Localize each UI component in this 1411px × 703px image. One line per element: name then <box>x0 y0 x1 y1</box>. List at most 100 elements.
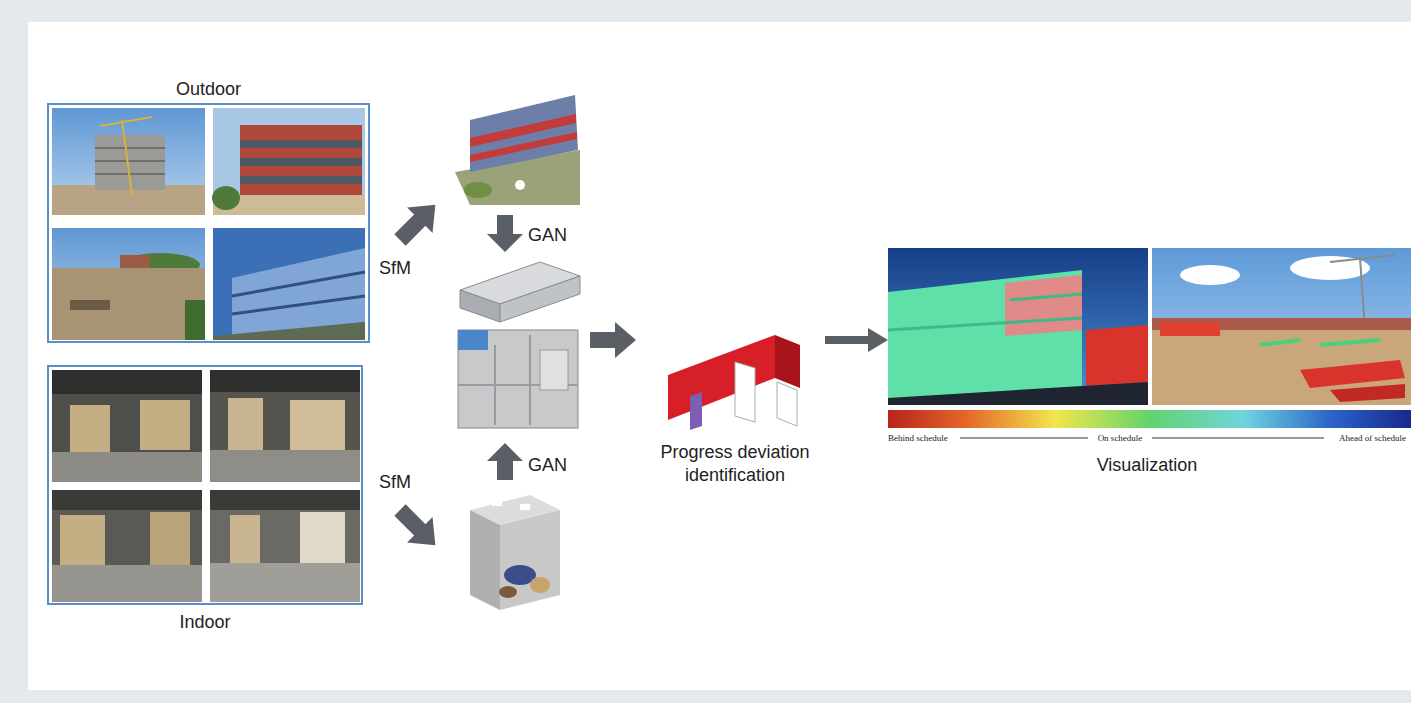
photo-panel <box>140 400 190 450</box>
photo-panel <box>150 512 190 567</box>
photo-glass <box>240 158 362 166</box>
behind-module <box>1086 325 1148 386</box>
gan-arrow <box>487 215 523 252</box>
bim-column <box>540 350 568 390</box>
figure-caption: Visualization <box>888 448 1406 481</box>
photo-room <box>210 370 360 482</box>
method-label: GAN <box>528 455 567 476</box>
wall-panel <box>735 362 755 422</box>
behind-block <box>1300 360 1405 388</box>
photo-ceiling <box>210 370 360 392</box>
overlay-lines <box>888 294 1082 330</box>
bim-window <box>458 330 488 350</box>
cloud-strip <box>470 132 577 162</box>
photo-glass <box>240 140 362 148</box>
photo-panel <box>300 512 345 564</box>
progress-model <box>668 335 800 430</box>
photo-panel <box>228 398 263 450</box>
cloud-tree <box>464 182 492 198</box>
outdoor-photos <box>52 108 365 340</box>
visualization-images <box>888 248 1411 438</box>
photo-room <box>52 490 202 602</box>
bim-side <box>460 290 500 322</box>
figure-caption: Progress deviation identification <box>645 435 825 492</box>
photo-cloud <box>1180 265 1240 285</box>
indoor-photos <box>52 370 360 602</box>
photo-house <box>120 255 150 269</box>
photo-sky <box>52 108 205 215</box>
figure-space <box>645 325 825 435</box>
gan-arrow <box>487 443 523 480</box>
photo-room <box>210 490 360 602</box>
cloud-facade <box>470 95 578 172</box>
photo-panel <box>290 400 345 450</box>
photo-facade <box>232 248 365 336</box>
scale-label: Ahead of schedule <box>1339 433 1406 443</box>
scale-label: On schedule <box>1098 433 1143 443</box>
method-label: SfM <box>379 472 411 493</box>
method-label: SfM <box>379 258 411 279</box>
merge-arrow <box>590 322 636 358</box>
on-schedule-marks <box>1260 340 1380 345</box>
figure-space <box>888 248 1406 448</box>
photo-ceiling <box>210 490 360 510</box>
skylight <box>520 504 530 510</box>
photo-building <box>240 125 362 197</box>
sfm-arrow <box>387 497 448 558</box>
visualization-figure: Visualization <box>888 248 1406 481</box>
photo-ceiling <box>52 370 202 394</box>
behind-block <box>1160 322 1220 336</box>
photo-panel: Indoor <box>47 365 363 605</box>
photo-sky <box>1152 248 1411 405</box>
photo-sky <box>52 228 205 340</box>
indoor-point-cloud <box>470 495 560 610</box>
bim-walls <box>458 335 578 425</box>
behind-block <box>1330 384 1405 402</box>
bim-front <box>500 276 580 322</box>
schedule-color-bar <box>888 410 1411 428</box>
photo-ground <box>213 322 365 340</box>
method-label: GAN <box>528 225 567 246</box>
photo-equipment <box>70 300 110 310</box>
photo-bush <box>185 300 205 340</box>
photo-sky <box>888 248 1148 405</box>
photo-tree <box>212 186 240 210</box>
photo-ground <box>52 268 205 340</box>
bim-interior <box>458 330 578 428</box>
wall-panel <box>777 382 797 426</box>
on-schedule-overlay <box>888 270 1082 400</box>
photo-ceiling <box>52 490 202 510</box>
photo-floor <box>210 563 360 602</box>
photo-facade-lines <box>232 272 365 314</box>
photo-sky <box>213 228 365 340</box>
cube-right <box>500 510 560 610</box>
panel-heading: Indoor <box>49 611 361 634</box>
photo-ground <box>1152 330 1411 405</box>
photo-floor <box>210 450 360 482</box>
bim-models <box>458 262 580 428</box>
photo-floor <box>52 452 202 482</box>
cloud-dot <box>515 180 525 190</box>
skylight <box>492 500 502 506</box>
white-panel <box>28 22 1411 690</box>
photo-crane <box>100 117 152 195</box>
sfm-arrow <box>387 192 448 253</box>
photo-panel <box>70 405 110 453</box>
scale-label: Behind schedule <box>888 433 948 443</box>
behind-wall <box>775 335 800 388</box>
photo-panel: Outdoor <box>47 103 370 343</box>
photo-panel <box>230 515 260 563</box>
behind-wall <box>668 335 775 420</box>
photo-room <box>52 370 202 482</box>
photo-sky <box>213 108 365 215</box>
photo-floor <box>52 565 202 602</box>
photo-panel <box>60 515 105 565</box>
outdoor-point-cloud <box>455 95 580 205</box>
cube-left <box>470 510 500 610</box>
photo-floors <box>95 148 165 174</box>
photo-ground <box>888 382 1148 405</box>
process-figure: Progress deviation identification <box>645 325 825 492</box>
